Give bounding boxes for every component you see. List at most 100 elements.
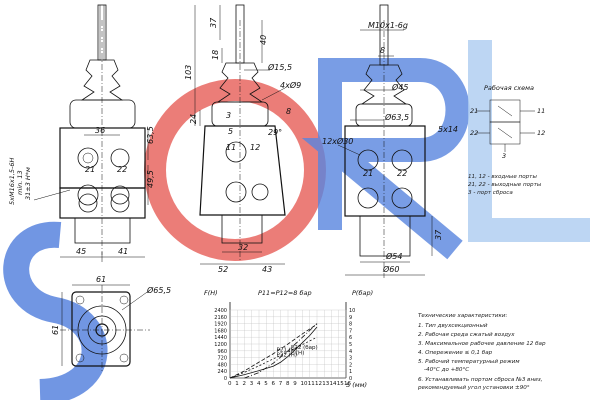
chart-y-tick-label-left: 960 xyxy=(217,349,227,355)
spec-item-6: 6. Устанавливать портом сброса №3 вниз, xyxy=(418,377,543,383)
right-dim-8: 8 xyxy=(380,46,385,55)
chart-series-line xyxy=(229,326,318,379)
work-scheme: Рабочая схема 21 22 11 12 3 11, 12 - вхо… xyxy=(468,84,545,196)
chart-x-tick-label: 2 xyxy=(243,381,247,387)
chart-y-tick-label-right: 9 xyxy=(349,315,352,321)
side-dim-43: 43 xyxy=(262,265,272,274)
chart-title: P11=P12=8 бар xyxy=(258,289,312,297)
front-thread-spec: 5хМ16х1,5-6Н xyxy=(8,157,16,205)
bottom-dim-61-top: 61 xyxy=(96,275,106,284)
scheme-legend-1: 11, 12 - входные порты xyxy=(468,174,537,180)
side-hole-spec: 4хØ9 xyxy=(280,80,301,90)
side-dim-8: 8 xyxy=(286,107,291,116)
side-dim-24: 24 xyxy=(189,114,198,124)
chart-ylabel-right: P(бар) xyxy=(352,289,373,297)
chart-x-tick-label: 16 xyxy=(344,381,351,387)
chart-x-tick-label: 9 xyxy=(293,381,297,387)
spec-item-3: 3. Максимальное рабочее давление 12 бар xyxy=(418,341,546,347)
scheme-legend-2: 21, 22 - выходные порты xyxy=(468,182,542,188)
chart-x-tick-label: 13 xyxy=(322,381,329,387)
front-view: 21 22 36 63,5 49,5 45 41 5хМ16х1,5-6Н mi… xyxy=(8,4,155,262)
side-dim-37: 37 xyxy=(209,17,218,28)
chart-xlabel: S (мм) xyxy=(346,381,367,389)
scheme-port-22: 22 xyxy=(470,129,478,137)
chart-y-tick-label-right: 8 xyxy=(349,322,352,328)
scheme-port-3: 3 xyxy=(502,152,506,160)
watermark xyxy=(3,40,590,400)
spec-item-5b: -40°С до +80°С xyxy=(424,367,469,373)
right-port-22: 22 xyxy=(397,169,407,178)
chart-y-tick-label-right: 6 xyxy=(349,335,352,341)
chart-x-tick-label: 14 xyxy=(330,381,337,387)
watermark-letter-r xyxy=(301,58,470,260)
front-dim-63-5: 63,5 xyxy=(146,126,155,144)
right-dim-d60: Ø60 xyxy=(382,264,399,274)
chart-y-tick-label-left: 240 xyxy=(217,369,227,375)
chart-series-label: P22 (Н) xyxy=(277,353,298,359)
chart-x-tick-label: 1 xyxy=(235,381,239,387)
chart-y-tick-label-left: 1920 xyxy=(214,322,227,328)
side-port-3: 3 xyxy=(226,111,231,120)
chart-series-label: F (Н) xyxy=(291,350,304,356)
chart-ylabel-left: F(Н) xyxy=(204,289,218,297)
right-thread2: 12xØ30 xyxy=(322,136,353,146)
side-dim-18: 18 xyxy=(211,50,220,60)
side-view: 11 12 3 37 40 18 103 Ø15,5 4хØ9 24 8 5 2… xyxy=(184,4,301,274)
spec-item-5: 5. Рабочий температурный режим xyxy=(418,359,520,365)
chart-x-tick-label: 15 xyxy=(337,381,344,387)
chart-y-tick-label-left: 2160 xyxy=(214,315,227,321)
side-dim-32: 32 xyxy=(238,243,248,252)
chart-y-tick-label-left: 480 xyxy=(217,362,227,368)
chart-y-tick-label-left: 1680 xyxy=(214,328,227,334)
chart-series-line xyxy=(229,323,318,379)
right-thread: M10x1-6g xyxy=(368,21,408,30)
chart-x-tick-label: 6 xyxy=(272,381,276,387)
spec-item-1: 1. Тип двухсекционный xyxy=(418,323,488,329)
specs-block: Технические характеристики: 1. Тип двухс… xyxy=(417,313,546,391)
front-dim-49-5: 49,5 xyxy=(146,170,155,188)
chart-y-tick-label-right: 7 xyxy=(349,328,352,334)
chart-x-tick-label: 12 xyxy=(315,381,322,387)
scheme-title: Рабочая схема xyxy=(484,84,534,92)
watermark-letter-o xyxy=(144,79,326,261)
chart-y-tick-label-right: 1 xyxy=(349,369,352,375)
chart-series-label: P21 (Н) xyxy=(277,348,298,354)
chart-x-tick-label: 10 xyxy=(301,381,308,387)
scheme-port-12: 12 xyxy=(537,129,545,137)
side-dim-5: 5 xyxy=(228,127,233,136)
chart-x-tick-label: 0 xyxy=(228,381,232,387)
side-port-12: 12 xyxy=(250,143,260,152)
chart-series-line xyxy=(244,323,318,379)
right-dim-d63-5: Ø63,5 xyxy=(384,112,409,122)
chart-y-tick-label-right: 0 xyxy=(349,376,352,382)
chart-y-tick-label-right: 3 xyxy=(349,356,352,362)
chart-x-tick-label: 11 xyxy=(308,381,315,387)
side-angle-29: 29° xyxy=(268,128,282,137)
chart-x-tick-label: 5 xyxy=(264,381,268,387)
chart-y-tick-label-left: 0 xyxy=(224,376,227,382)
chart-y-tick-label-left: 1200 xyxy=(214,342,227,348)
front-dim-36: 36 xyxy=(95,126,105,135)
chart-y-tick-label-right: 5 xyxy=(349,342,352,348)
scheme-legend-3: 3 - порт сброса xyxy=(468,190,513,196)
front-port-21: 21 xyxy=(85,165,95,174)
chart-x-tick-label: 3 xyxy=(250,381,254,387)
bottom-view: 61 61 Ø65,5 xyxy=(51,275,171,372)
side-dim-40: 40 xyxy=(259,35,268,45)
side-port-11: 11 xyxy=(226,143,236,152)
chart-y-tick-label-left: 2400 xyxy=(214,308,227,314)
right-view: 21 22 M10x1-6g 8 Ø45 Ø63,5 5x14 12xØ30 3… xyxy=(322,4,458,278)
side-dim-103: 103 xyxy=(184,65,193,80)
front-dim-41: 41 xyxy=(118,247,128,256)
right-dim-37: 37 xyxy=(434,229,443,240)
chart-x-tick-label: 7 xyxy=(279,381,283,387)
chart-x-tick-label: 8 xyxy=(286,381,290,387)
right-dim-d54: Ø54 xyxy=(385,251,402,261)
chart-series-label: P22 (бар) xyxy=(291,345,318,351)
bottom-dim-61-left: 61 xyxy=(51,325,60,335)
watermark-letter-l xyxy=(468,40,590,242)
chart-y-tick-label-left: 720 xyxy=(217,356,227,362)
front-port-22: 22 xyxy=(117,165,127,174)
